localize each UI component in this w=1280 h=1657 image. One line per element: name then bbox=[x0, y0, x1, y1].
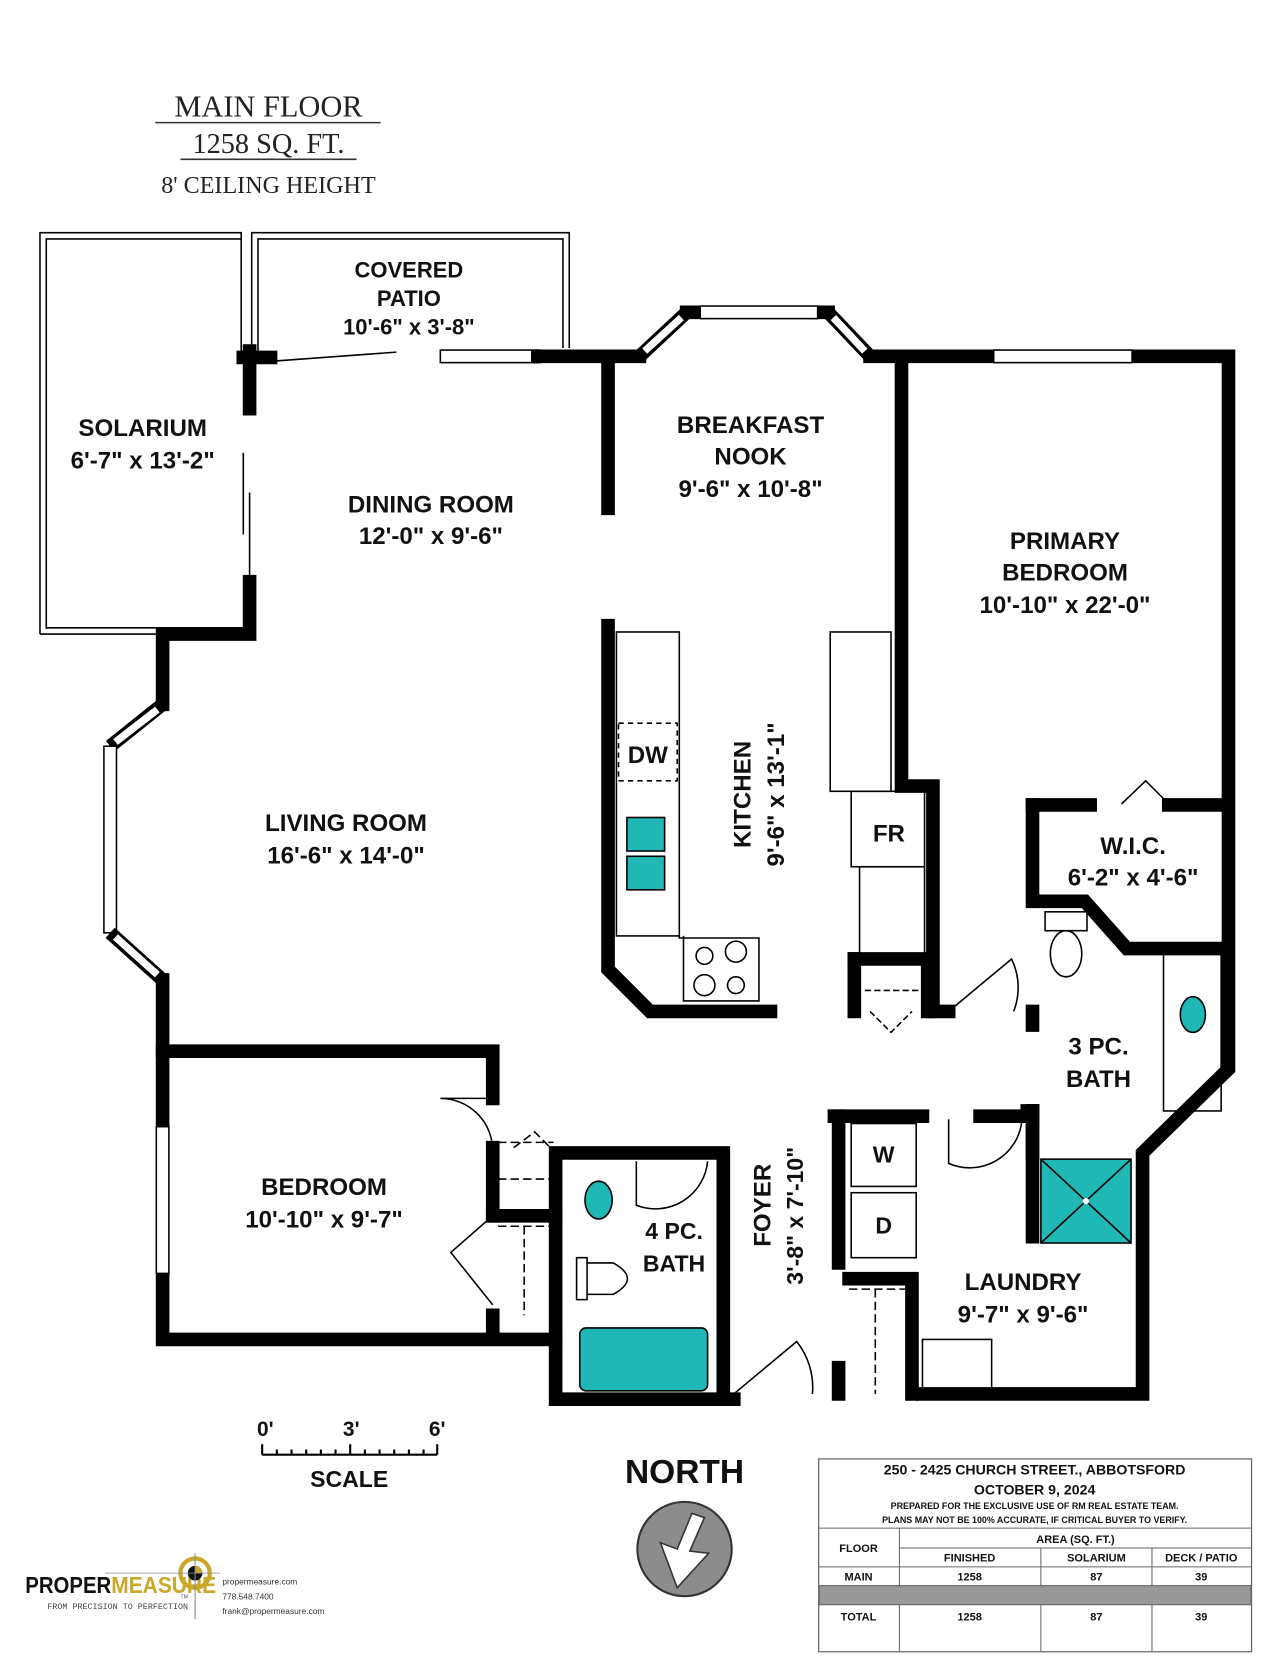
dining-room-dims: 12'-0" x 9'-6" bbox=[359, 523, 503, 550]
propermeasure-logo: PROPER MEASURE TM FROM PRECISION TO PERF… bbox=[25, 1553, 324, 1620]
column-header: DECK / PATIO bbox=[1165, 1553, 1238, 1565]
covered-patio-label: COVERED bbox=[355, 258, 464, 283]
sink-basin bbox=[626, 816, 666, 852]
bath4-label: 4 PC. bbox=[645, 1218, 703, 1244]
scale-label: SCALE bbox=[310, 1466, 388, 1492]
cell-value: 1258 bbox=[957, 1611, 981, 1623]
disclaimer: PREPARED FOR THE EXCLUSIVE USE OF RM REA… bbox=[891, 1501, 1179, 1511]
covered-patio-label: PATIO bbox=[377, 286, 441, 311]
bath3-label: 3 PC. bbox=[1068, 1033, 1128, 1060]
foyer-label: FOYER bbox=[749, 1164, 776, 1247]
exterior-outlines bbox=[39, 231, 571, 635]
fixtures: DW FR W D bbox=[440, 631, 1222, 1395]
floor-title: MAIN FLOOR bbox=[174, 89, 363, 123]
logo-tm: TM bbox=[180, 1594, 188, 1600]
phone-number: 778.548.7400 bbox=[222, 1591, 274, 1601]
cell-value: 39 bbox=[1195, 1611, 1207, 1623]
bedroom-door bbox=[440, 1097, 494, 1151]
patio-slider bbox=[267, 351, 397, 363]
sink-basin bbox=[626, 855, 666, 891]
washer-label: W bbox=[873, 1141, 895, 1167]
bath3-toilet bbox=[1049, 929, 1083, 978]
solarium-dims: 6'-7" x 13'-2" bbox=[71, 447, 215, 474]
kitchen-label: KITCHEN bbox=[730, 741, 757, 848]
primary-bedroom-dims: 10'-10" x 22'-0" bbox=[980, 592, 1151, 619]
laundry-dims: 9'-7" x 9'-6" bbox=[958, 1302, 1089, 1329]
wic-label: W.I.C. bbox=[1100, 833, 1166, 860]
bath4-label: BATH bbox=[643, 1250, 705, 1276]
bath3-sink bbox=[1179, 995, 1207, 1034]
laundry-label: LAUNDRY bbox=[965, 1269, 1082, 1296]
logo-tagline: FROM PRECISION TO PERFECTION bbox=[47, 1602, 188, 1612]
fridge-label: FR bbox=[873, 821, 905, 848]
dining-room-label: DINING ROOM bbox=[348, 492, 514, 519]
plan-header: MAIN FLOOR 1258 SQ. FT. 8' CEILING HEIGH… bbox=[155, 89, 381, 199]
dryer-label: D bbox=[875, 1213, 892, 1239]
windows bbox=[103, 305, 1133, 1275]
patio-door bbox=[439, 349, 541, 364]
empty-row bbox=[818, 1585, 1252, 1606]
plan-date: OCTOBER 9, 2024 bbox=[974, 1482, 1096, 1498]
room-labels: COVERED PATIO 10'-6" x 3'-8" SOLARIUM 6'… bbox=[71, 258, 1199, 1329]
bedroom-dims: 10'-10" x 9'-7" bbox=[245, 1206, 403, 1233]
info-table: 250 - 2425 CHURCH STREET., ABBOTSFORD OC… bbox=[818, 1458, 1253, 1653]
column-header: FINISHED bbox=[944, 1553, 995, 1565]
north-label: NORTH bbox=[625, 1454, 744, 1491]
wic-dims: 6'-2" x 4'-6" bbox=[1068, 865, 1199, 892]
bedroom-label: BEDROOM bbox=[261, 1174, 387, 1201]
cell-value: 1258 bbox=[957, 1571, 981, 1583]
scale-tick-label: 3' bbox=[343, 1418, 360, 1441]
cell-value: 39 bbox=[1195, 1571, 1207, 1583]
floor-area: 1258 SQ. FT. bbox=[193, 129, 345, 160]
north-compass: NORTH bbox=[625, 1454, 744, 1598]
floor-header: FLOOR bbox=[839, 1543, 878, 1555]
covered-patio-dims: 10'-6" x 3'-8" bbox=[343, 314, 475, 339]
property-address: 250 - 2425 CHURCH STREET., ABBOTSFORD bbox=[884, 1462, 1186, 1478]
living-room-dims: 16'-6" x 14'-0" bbox=[267, 843, 425, 870]
disclaimer: PLANS MAY NOT BE 100% ACCURATE, IF CRITI… bbox=[882, 1515, 1187, 1525]
row-floor: TOTAL bbox=[841, 1611, 877, 1623]
scale-bar: 0' 3' 6' SCALE bbox=[257, 1418, 446, 1492]
column-header: SOLARIUM bbox=[1067, 1553, 1126, 1565]
email-link[interactable]: frank@propermeasure.com bbox=[222, 1606, 324, 1616]
cell-value: 87 bbox=[1090, 1571, 1102, 1583]
stove-icon bbox=[693, 940, 748, 997]
row-floor: MAIN bbox=[844, 1571, 872, 1583]
scale-tick-label: 0' bbox=[257, 1418, 274, 1441]
dishwasher-label: DW bbox=[628, 742, 668, 769]
bath3-label: BATH bbox=[1066, 1066, 1131, 1093]
scale-tick-label: 6' bbox=[429, 1418, 446, 1441]
breakfast-nook-dims: 9'-6" x 10'-8" bbox=[679, 476, 823, 503]
area-header: AREA (SQ. FT.) bbox=[1036, 1534, 1115, 1546]
cell-value: 87 bbox=[1090, 1611, 1102, 1623]
living-room-label: LIVING ROOM bbox=[265, 810, 427, 837]
kitchen-dims: 9'-6" x 13'-1" bbox=[763, 722, 790, 866]
website-link[interactable]: propermeasure.com bbox=[222, 1577, 297, 1587]
ceiling-height: 8' CEILING HEIGHT bbox=[161, 173, 376, 199]
primary-bedroom-label: BEDROOM bbox=[1002, 560, 1128, 587]
bath4-sink bbox=[584, 1180, 614, 1220]
entry-door bbox=[733, 1340, 814, 1395]
logo-brand: PROPER bbox=[25, 1572, 111, 1598]
bathtub bbox=[578, 1327, 709, 1392]
solarium-label: SOLARIUM bbox=[78, 415, 207, 442]
foyer-dims: 3'-8" x 7'-10" bbox=[782, 1147, 808, 1285]
bath-door bbox=[948, 957, 1019, 1012]
north-arrow-icon bbox=[659, 1512, 711, 1590]
breakfast-nook-label: NOOK bbox=[714, 443, 787, 470]
primary-bedroom-label: PRIMARY bbox=[1010, 528, 1120, 555]
bath4-toilet bbox=[575, 1256, 629, 1301]
target-icon bbox=[104, 1553, 221, 1620]
breakfast-nook-label: BREAKFAST bbox=[677, 412, 825, 439]
